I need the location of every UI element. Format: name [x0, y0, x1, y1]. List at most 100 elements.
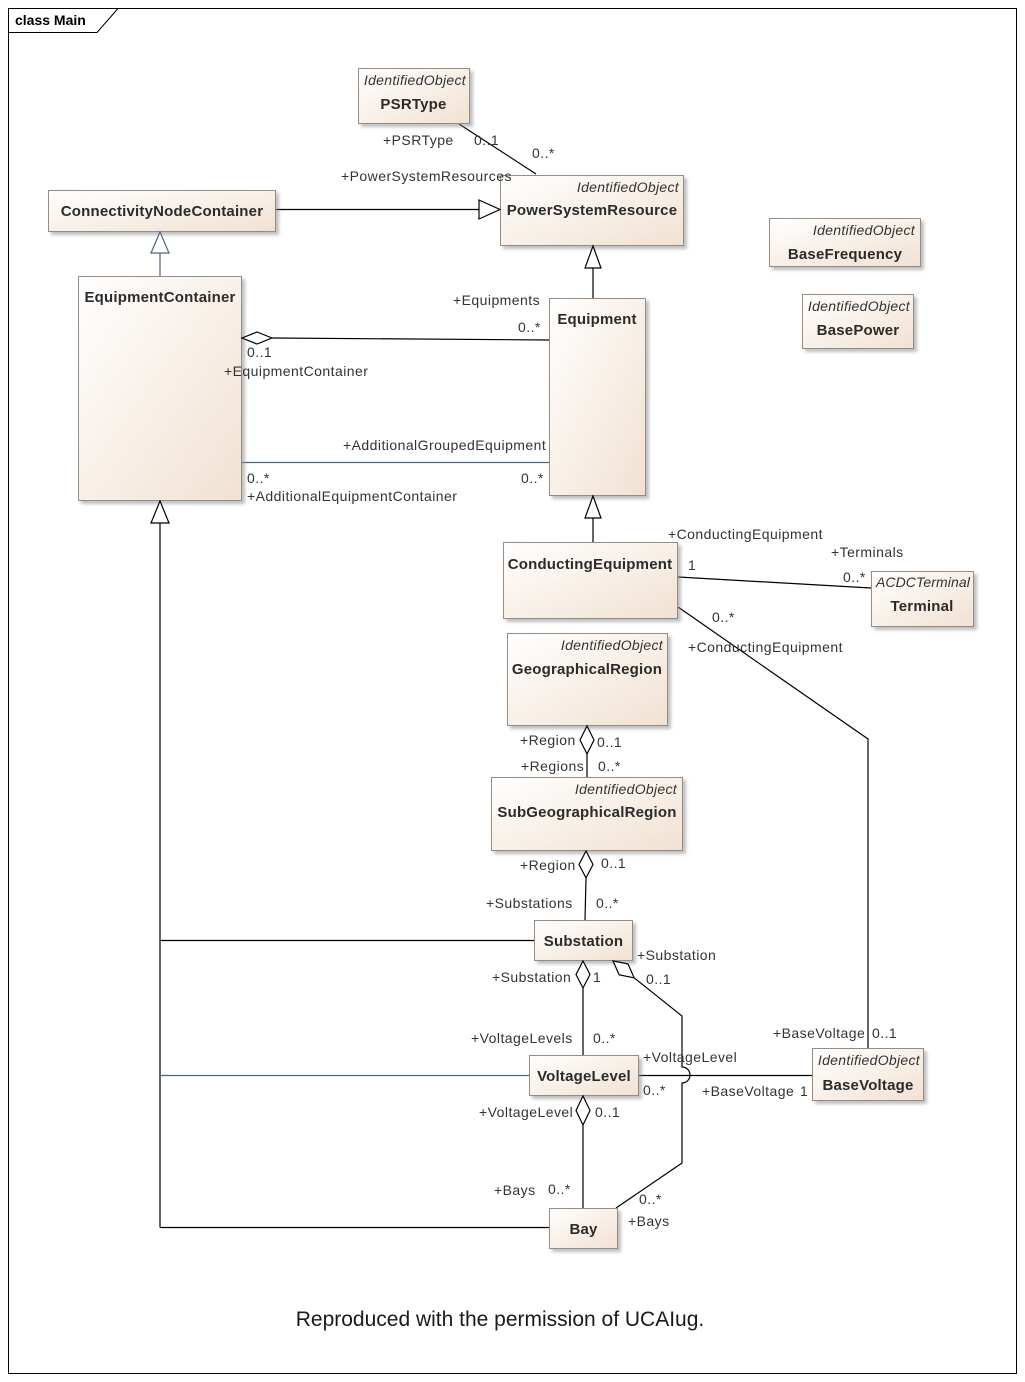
multiplicity-label: 0..1 [597, 734, 622, 750]
class-name: SubGeographicalRegion [497, 804, 676, 821]
class-box [549, 1208, 618, 1249]
role-label: +BaseVoltage [773, 1025, 865, 1041]
connectors [159, 123, 872, 1229]
multiplicity-label: 0..* [521, 470, 544, 486]
role-label: +Substation [492, 969, 571, 985]
multiplicity-label: 0..1 [474, 132, 499, 148]
class-box [549, 298, 646, 496]
multiplicity-label: 0..* [639, 1191, 662, 1207]
role-label: +VoltageLevel [479, 1104, 573, 1120]
aggregation-diamond [575, 1094, 591, 1127]
role-label: +PSRType [383, 132, 454, 148]
class-psr-type: IdentifiedObject PSRType [358, 68, 470, 124]
aggregation-diamond [575, 959, 591, 990]
multiplicity-label: 0..1 [601, 855, 626, 871]
multiplicity-label: 0..1 [247, 344, 272, 360]
class-base-voltage: IdentifiedObject BaseVoltage [812, 1048, 924, 1101]
role-label: +AdditionalGroupedEquipment [343, 437, 546, 453]
class-name: Bay [569, 1221, 598, 1238]
aggregation-diamond [578, 849, 594, 880]
class-connectivity-node-container: ConnectivityNodeContainer [48, 190, 276, 232]
class-box [812, 1048, 924, 1101]
aggregation-diamond [240, 331, 274, 345]
role-label: +Bays [494, 1182, 536, 1198]
association-psrtype-line [458, 123, 537, 175]
role-label: +Substation [637, 947, 716, 963]
association-equipments-line [271, 337, 550, 341]
class-stereotype: IdentifiedObject [813, 222, 916, 238]
multiplicity-label: 1 [688, 557, 696, 573]
class-name: VoltageLevel [537, 1068, 631, 1085]
role-label: +PowerSystemResources [341, 168, 512, 184]
role-label: +Substations [486, 895, 573, 911]
class-base-power: IdentifiedObject BasePower [802, 294, 914, 349]
multiplicity-label: 0..1 [872, 1025, 897, 1041]
class-name: BaseVoltage [822, 1077, 913, 1094]
generalization-arrowhead [584, 494, 602, 519]
role-label: +Bays [628, 1213, 670, 1229]
role-label: +Terminals [831, 544, 904, 560]
connector-ends [150, 199, 636, 1127]
class-box [769, 218, 921, 267]
class-geographical-region: IdentifiedObject GeographicalRegion [507, 633, 668, 726]
class-name: GeographicalRegion [512, 661, 662, 678]
class-box [529, 1055, 639, 1096]
role-label: +AdditionalEquipmentContainer [247, 488, 457, 504]
role-label: +ConductingEquipment [668, 526, 823, 542]
class-stereotype: IdentifiedObject [561, 637, 664, 653]
role-label: +Region [520, 857, 576, 873]
role-label: +Equipments [453, 292, 540, 308]
class-box [48, 190, 276, 232]
class-box [534, 920, 633, 961]
class-sub-geographical-region: IdentifiedObject SubGeographicalRegion [491, 777, 683, 851]
diagram-frame: class Main [8, 8, 1017, 1374]
class-terminal: ACDCTerminal Terminal [871, 571, 974, 627]
generalization-arrowhead [584, 244, 602, 269]
class-name: Equipment [557, 311, 636, 328]
class-conducting-equipment: ConductingEquipment [503, 542, 678, 619]
frame-tab [8, 8, 119, 33]
class-base-frequency: IdentifiedObject BaseFrequency [769, 218, 921, 267]
class-substation: Substation [534, 920, 633, 961]
multiplicity-label: 0..* [596, 895, 619, 911]
frame-title: class Main [15, 12, 86, 28]
generalization-arrowhead [478, 199, 502, 220]
multiplicity-label: 0..* [643, 1082, 666, 1098]
role-label: +VoltageLevels [471, 1030, 573, 1046]
class-name: ConductingEquipment [508, 556, 673, 573]
role-label: +ConductingEquipment [688, 639, 843, 655]
class-voltage-level: VoltageLevel [529, 1055, 639, 1096]
class-name: ConnectivityNodeContainer [61, 203, 264, 220]
class-name: EquipmentContainer [84, 289, 235, 306]
class-bay: Bay [549, 1208, 618, 1249]
role-label: +EquipmentContainer [224, 363, 368, 379]
class-equipment-container: EquipmentContainer [78, 276, 242, 501]
role-label: +VoltageLevel [643, 1049, 737, 1065]
role-label: +BaseVoltage [702, 1083, 794, 1099]
aggregation-diamond [579, 724, 595, 756]
class-name: PSRType [380, 96, 446, 113]
class-stereotype: IdentifiedObject [818, 1052, 921, 1068]
class-stereotype: IdentifiedObject [364, 72, 467, 88]
figure-caption: Reproduced with the permission of UCAIug… [296, 1308, 705, 1331]
association-labels: +PSRType 0..1 0..* +PowerSystemResources… [224, 132, 904, 1229]
class-box [871, 571, 974, 627]
generalization-arrowhead [150, 499, 170, 524]
class-equipment: Equipment [549, 298, 646, 496]
frame-border [8, 8, 1017, 1374]
class-box [500, 175, 684, 246]
class-box [78, 276, 242, 501]
multiplicity-label: 0..* [712, 609, 735, 625]
class-name: PowerSystemResource [507, 202, 678, 219]
multiplicity-label: 1 [800, 1083, 808, 1099]
multiplicity-label: 1 [593, 969, 601, 985]
association-terminals-line [677, 576, 872, 589]
multiplicity-label: 0..* [843, 569, 866, 585]
role-label: +Regions [521, 758, 584, 774]
multiplicity-label: 0..* [247, 470, 270, 486]
multiplicity-label: 0..* [518, 319, 541, 335]
role-label: +Region [520, 732, 576, 748]
class-name: Substation [544, 933, 624, 950]
multiplicity-label: 0..* [593, 1030, 616, 1046]
